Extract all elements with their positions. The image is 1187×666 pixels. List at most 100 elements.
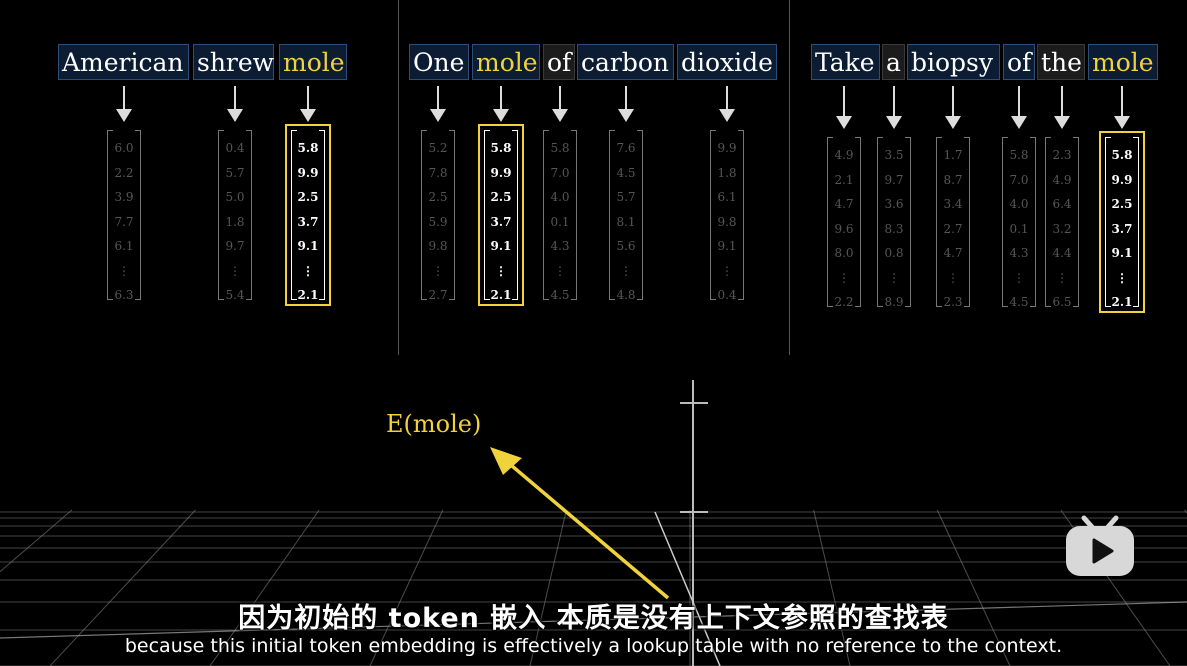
bracket-right — [571, 130, 577, 300]
token-of: of — [1003, 44, 1035, 80]
bracket-right — [637, 130, 643, 300]
vector-value: 3.4 — [943, 197, 963, 211]
bracket-right — [135, 130, 141, 300]
vector-value: 0.4 — [717, 288, 737, 302]
bracket-right — [246, 130, 252, 300]
vector-value: 1.7 — [943, 148, 963, 162]
token-a: a — [882, 44, 905, 80]
bracket-left — [609, 130, 615, 300]
vector-value: 2.5 — [1111, 197, 1133, 211]
vector-value: 3.5 — [884, 148, 904, 162]
vector-value: ⋮ — [1116, 270, 1128, 285]
down-arrow-icon — [836, 86, 852, 129]
vector-value: 3.7 — [490, 214, 512, 229]
highlight-box — [478, 124, 524, 306]
token-carbon: carbon — [577, 44, 674, 80]
token-the: the — [1037, 44, 1085, 80]
vector-value: 7.7 — [114, 214, 134, 229]
bracket-right — [964, 137, 970, 307]
vector-value: 7.0 — [1009, 172, 1029, 187]
vector-value: 2.1 — [834, 172, 854, 187]
bracket-left — [484, 130, 490, 300]
vector-value: 9.9 — [717, 141, 737, 155]
panel-divider — [398, 0, 399, 355]
vector-value: 7.0 — [550, 165, 570, 180]
vector-value: 2.2 — [834, 295, 854, 309]
vector-value: 2.7 — [943, 221, 963, 236]
down-arrow-icon — [493, 86, 509, 122]
vector-value: ⋮ — [554, 263, 566, 278]
vector-value: 5.8 — [1111, 148, 1133, 162]
vector-value: 1.8 — [717, 165, 737, 180]
down-arrow-icon — [945, 86, 961, 129]
vector-value: 8.1 — [616, 214, 636, 229]
depth-axis — [654, 511, 721, 666]
bracket-left — [827, 137, 833, 307]
bilibili-tv-play-icon[interactable] — [1064, 514, 1136, 578]
vector-value: 4.7 — [943, 246, 963, 260]
vector-value: 4.7 — [834, 197, 854, 211]
vector-value: 0.1 — [550, 214, 570, 229]
vector-value: 8.9 — [884, 295, 904, 309]
bracket-left — [421, 130, 427, 300]
bracket-left — [1105, 137, 1111, 307]
vector-value: 7.8 — [428, 165, 448, 180]
vector-value: 9.1 — [490, 239, 512, 253]
vector-value: 2.2 — [114, 165, 134, 180]
vector-value: 8.0 — [834, 246, 854, 260]
bracket-left — [936, 137, 942, 307]
vector-value: 4.0 — [1009, 197, 1029, 211]
bracket-left — [218, 130, 224, 300]
token-mole: mole — [279, 44, 347, 80]
bracket-left — [291, 130, 297, 300]
down-arrow-icon — [1054, 86, 1070, 129]
vector-value: 5.9 — [428, 214, 448, 229]
vector-value: 4.4 — [1052, 246, 1072, 260]
vector-value: 5.6 — [616, 239, 636, 253]
vector-value: 0.8 — [884, 246, 904, 260]
vector-value: 7.6 — [616, 141, 636, 155]
vector-value: 5.8 — [297, 141, 319, 155]
vector-value: 9.7 — [884, 172, 904, 187]
subtitle-chinese: 因为初始的 token 嵌入 本质是没有上下文参照的查找表 — [238, 603, 949, 634]
bracket-left — [1002, 137, 1008, 307]
vector-value: 4.5 — [1009, 295, 1029, 309]
vector-value: 9.1 — [1111, 246, 1133, 260]
vector-value: 4.8 — [616, 288, 636, 302]
arrowhead-icon — [490, 447, 522, 475]
vector-value: 4.3 — [1009, 246, 1029, 260]
vector-value: 9.8 — [428, 239, 448, 253]
highlight-box — [285, 124, 331, 306]
vector-value: 9.9 — [297, 165, 319, 180]
down-arrow-icon — [618, 86, 634, 122]
vector-value: ⋮ — [620, 263, 632, 278]
vector-value: 2.5 — [428, 190, 448, 204]
vector-value: 5.0 — [225, 190, 245, 204]
vector-value: ⋮ — [432, 263, 444, 278]
bracket-right — [855, 137, 861, 307]
vector-value: 6.0 — [114, 141, 134, 155]
vector-value: 2.1 — [490, 288, 512, 302]
vector-value: 9.8 — [717, 214, 737, 229]
vector-value: 4.3 — [550, 239, 570, 253]
bracket-right — [1030, 137, 1036, 307]
3d-grid-plane — [0, 380, 1187, 666]
vector-value: 5.7 — [225, 165, 245, 180]
down-arrow-icon — [552, 86, 568, 122]
vector-value: 6.5 — [1052, 295, 1072, 309]
vector-value: 0.1 — [1009, 221, 1029, 236]
vector-value: ⋮ — [1013, 270, 1025, 285]
vector-value: 2.7 — [428, 288, 448, 302]
token-one: One — [409, 44, 469, 80]
embedding-label: E(mole) — [386, 410, 482, 438]
token-american: American — [58, 44, 189, 80]
vector-value: 8.7 — [943, 172, 963, 187]
